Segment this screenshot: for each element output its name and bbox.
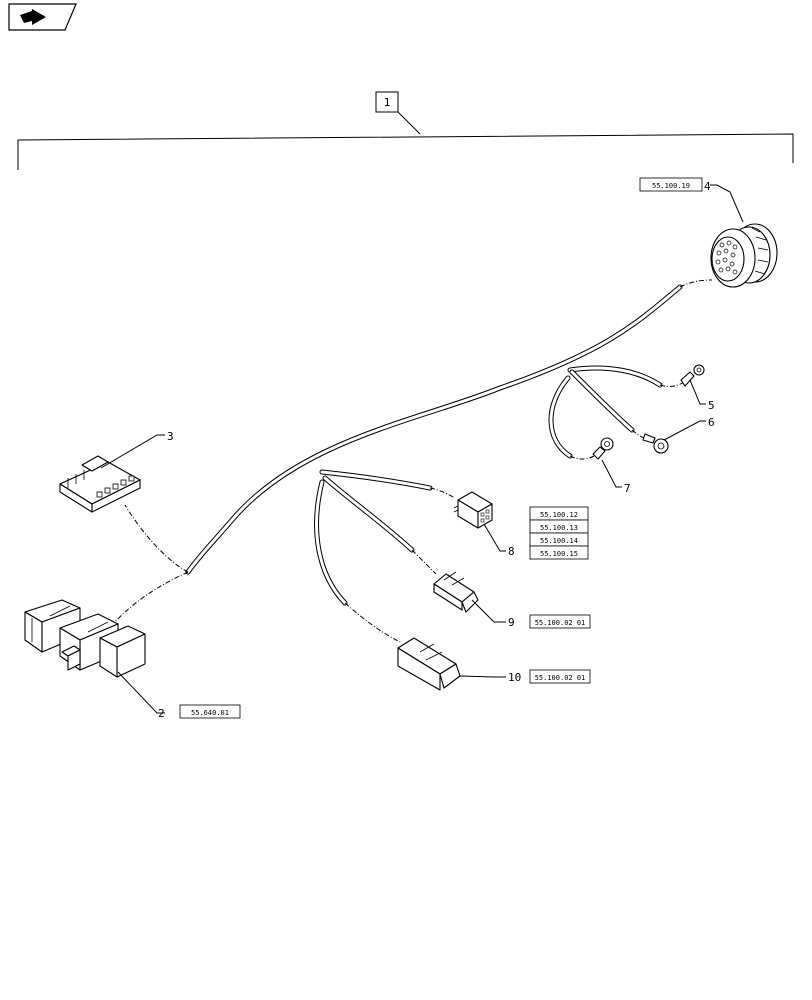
svg-text:55.100.19: 55.100.19 — [652, 182, 690, 190]
harness-trunk — [185, 284, 683, 606]
leader-lines — [100, 184, 744, 714]
ref-link-item-2[interactable]: 55.640.01 — [179, 704, 241, 719]
svg-text:55.100.02 01: 55.100.02 01 — [535, 619, 586, 627]
svg-text:55.100.02 01: 55.100.02 01 — [535, 674, 586, 682]
item-2-label: 2 — [158, 707, 165, 720]
harness-bracket — [17, 133, 794, 170]
item-4-label: 4 — [704, 180, 711, 193]
small-connector-8 — [453, 491, 493, 529]
svg-text:55.100.14: 55.100.14 — [540, 537, 578, 545]
large-block-connector — [24, 599, 146, 678]
svg-text:55.640.01: 55.640.01 — [191, 709, 229, 717]
connector-10 — [397, 637, 461, 691]
ring-terminal-6 — [642, 433, 669, 454]
item-1-callout: 1 — [375, 91, 421, 135]
connector-9 — [433, 571, 479, 613]
next-page-arrow-icon[interactable] — [8, 3, 77, 31]
ref-link-item-4[interactable]: 55.100.19 — [639, 177, 703, 192]
item-7-label: 7 — [624, 482, 631, 495]
ring-terminal-7 — [592, 437, 614, 460]
item-9-label: 9 — [508, 616, 515, 629]
svg-text:55.100.12: 55.100.12 — [540, 511, 578, 519]
item-6-label: 6 — [708, 416, 715, 429]
ring-terminal-5 — [680, 364, 705, 387]
item-5-label: 5 — [708, 399, 715, 412]
ref-link-item-9[interactable]: 55.100.02 01 — [529, 614, 591, 629]
flat-connector — [59, 455, 141, 513]
svg-text:55.100.15: 55.100.15 — [540, 550, 578, 558]
item-3-label: 3 — [167, 430, 174, 443]
ref-link-item-10[interactable]: 55.100.02 01 — [529, 669, 591, 684]
item-8-label: 8 — [508, 545, 515, 558]
harness-continuations — [111, 279, 713, 643]
item-10-label: 10 — [508, 671, 521, 684]
ref-links-item-8[interactable]: 55.100.12 55.100.13 55.100.14 55.100.15 — [529, 506, 589, 560]
svg-text:55.100.13: 55.100.13 — [540, 524, 578, 532]
round-connector — [710, 223, 778, 288]
item-1-label: 1 — [384, 96, 391, 109]
